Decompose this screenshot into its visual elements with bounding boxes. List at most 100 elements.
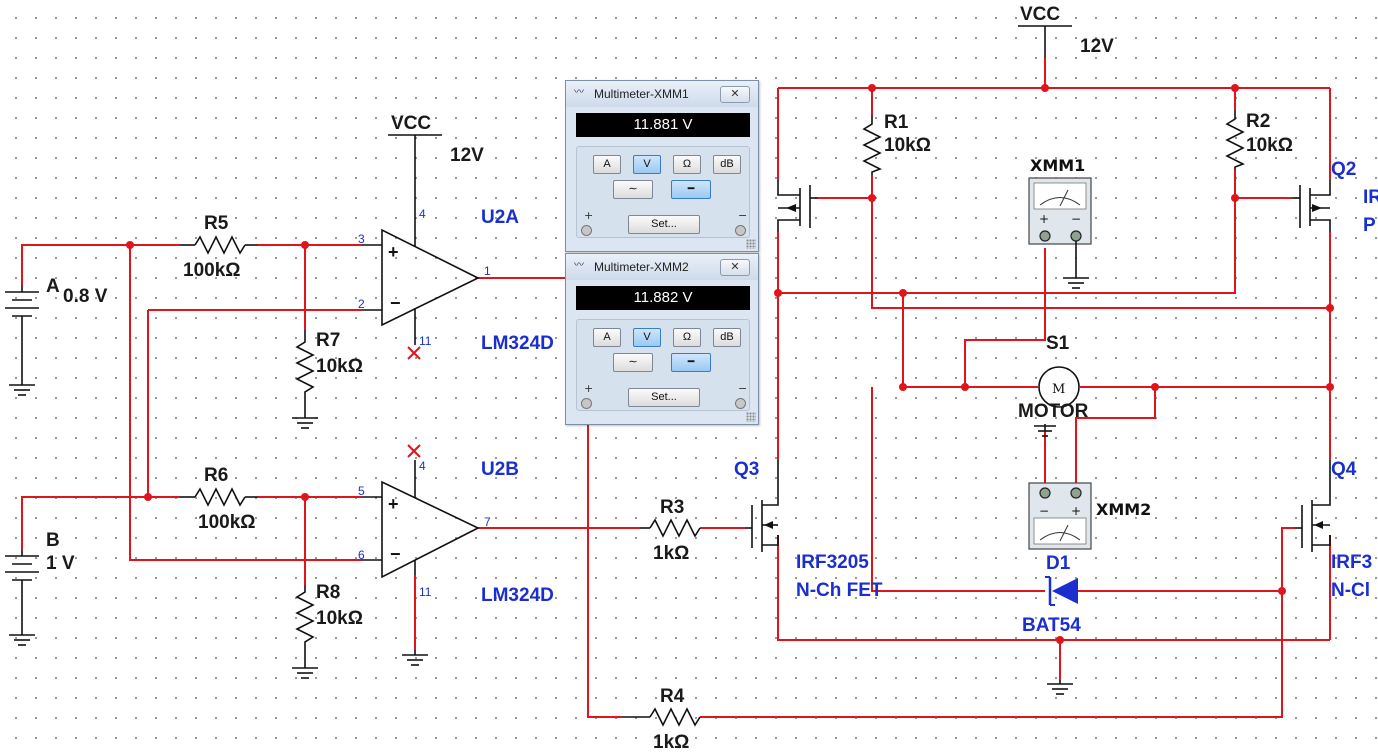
u2b-ref: U2B bbox=[481, 459, 519, 480]
ac-button[interactable]: ∼ bbox=[613, 180, 653, 199]
minus-terminal[interactable] bbox=[735, 225, 746, 236]
mosfet-q1[interactable] bbox=[777, 180, 818, 232]
multimeter-xmm2-display: 11.882 V bbox=[576, 286, 750, 310]
set-button[interactable]: Set... bbox=[628, 215, 700, 234]
u2b-pin-minus: 6 bbox=[358, 548, 365, 562]
mosfet-q2[interactable]: Q2 IR P bbox=[1292, 159, 1378, 236]
d1-ref: D1 bbox=[1046, 553, 1071, 574]
resistor-r8[interactable]: R8 10kΩ bbox=[291, 582, 363, 679]
q2-line2: P bbox=[1363, 215, 1376, 236]
u2a-pin-out: 1 bbox=[484, 264, 491, 278]
multimeter-xmm1-title: Multimeter-XMM1 bbox=[594, 87, 689, 101]
xmm1-minus: − bbox=[1071, 212, 1081, 226]
r8-ref: R8 bbox=[316, 582, 340, 603]
q2-ref: Q2 bbox=[1331, 159, 1356, 180]
vcc-amp[interactable]: VCC 12V bbox=[388, 113, 484, 195]
u2b-pin-plus: 5 bbox=[358, 484, 365, 498]
q3-line1: IRF3205 bbox=[796, 552, 869, 573]
resize-grip[interactable] bbox=[746, 412, 756, 422]
q3-ref: Q3 bbox=[734, 459, 759, 480]
dc-button[interactable]: ━ bbox=[671, 180, 711, 199]
r6-value: 100kΩ bbox=[198, 512, 256, 533]
battery-b-ref: B bbox=[46, 530, 60, 551]
dc-line-icon: ━ bbox=[687, 356, 695, 368]
db-button[interactable]: dB bbox=[713, 328, 741, 347]
resistor-r1[interactable]: R1 10kΩ bbox=[862, 112, 931, 175]
plus-terminal-label: + bbox=[584, 382, 594, 395]
r2-ref: R2 bbox=[1246, 111, 1270, 132]
resistor-r6[interactable]: R6 100kΩ bbox=[180, 465, 258, 533]
amps-button[interactable]: A bbox=[593, 155, 621, 174]
q4-ref: Q4 bbox=[1331, 459, 1357, 480]
mosfet-q3[interactable]: Q3 IRF3205 N-Ch FET bbox=[734, 459, 883, 601]
ac-wave-icon: ∼ bbox=[628, 183, 638, 195]
ohms-button[interactable]: Ω bbox=[673, 155, 701, 174]
battery-b[interactable]: B 1 V bbox=[5, 530, 75, 646]
opamp-u2a[interactable]: + − 3 2 1 4 11 U2A LM324D bbox=[358, 195, 554, 360]
resize-grip[interactable] bbox=[746, 239, 756, 249]
q3-line2: N-Ch FET bbox=[796, 580, 883, 601]
r4-value: 1kΩ bbox=[653, 732, 689, 752]
multimeter-icon: 〰 bbox=[574, 260, 584, 271]
minus-terminal-label: − bbox=[738, 382, 748, 395]
multimeter-xmm2-window[interactable]: 〰 Multimeter-XMM2 ✕ 11.882 V A V Ω dB ∼ … bbox=[565, 253, 759, 425]
minus-terminal[interactable] bbox=[735, 398, 746, 409]
dc-line-icon: ━ bbox=[687, 183, 695, 195]
ac-button[interactable]: ∼ bbox=[613, 353, 653, 372]
plus-terminal-label: + bbox=[584, 209, 594, 222]
vcc-top[interactable]: VCC 12V bbox=[1018, 4, 1114, 58]
battery-a[interactable]: A 0.8 V bbox=[5, 276, 108, 396]
resistor-r5[interactable]: R5 100kΩ bbox=[180, 213, 258, 281]
multimeter-icon: 〰 bbox=[574, 87, 584, 98]
resistor-r2[interactable]: R2 10kΩ bbox=[1225, 110, 1293, 170]
vcc-top-label: VCC bbox=[1020, 4, 1060, 25]
resistor-r3[interactable]: R3 1kΩ bbox=[640, 497, 701, 564]
motor-s1[interactable]: M S1 MOTOR bbox=[1018, 333, 1089, 437]
amps-button[interactable]: A bbox=[593, 328, 621, 347]
db-button[interactable]: dB bbox=[713, 155, 741, 174]
multimeter-xmm1-titlebar[interactable]: 〰 Multimeter-XMM1 ✕ bbox=[566, 81, 758, 107]
q2-line1: IR bbox=[1363, 187, 1378, 208]
volts-button[interactable]: V bbox=[633, 155, 661, 174]
resistor-r4[interactable]: R4 1kΩ bbox=[622, 686, 701, 752]
multimeter-xmm2-titlebar[interactable]: 〰 Multimeter-XMM2 ✕ bbox=[566, 254, 758, 280]
r7-value: 10kΩ bbox=[316, 356, 363, 377]
diode-d1[interactable]: D1 BAT54 bbox=[1022, 553, 1081, 636]
xmm2-label: XMM2 bbox=[1096, 500, 1151, 519]
u2a-ref: U2A bbox=[481, 207, 519, 228]
u2b-pin-vpos: 4 bbox=[419, 459, 426, 473]
r6-ref: R6 bbox=[204, 465, 228, 486]
volts-button[interactable]: V bbox=[633, 328, 661, 347]
opamp-u2b[interactable]: + − 5 6 7 4 11 U2B LM324D bbox=[358, 444, 554, 666]
mosfet-q4[interactable]: Q4 IRF3 N-Cl bbox=[1295, 459, 1372, 601]
multimeter-xmm2-title: Multimeter-XMM2 bbox=[594, 260, 689, 274]
plus-terminal[interactable] bbox=[581, 398, 592, 409]
r3-ref: R3 bbox=[660, 497, 684, 518]
xmm1-plus: + bbox=[1039, 212, 1049, 226]
vcc-amp-value: 12V bbox=[450, 145, 484, 166]
d1-part: BAT54 bbox=[1022, 615, 1081, 636]
q4-line1: IRF3 bbox=[1331, 552, 1372, 573]
q4-line2: N-Cl bbox=[1331, 580, 1370, 601]
r5-ref: R5 bbox=[204, 213, 229, 234]
ohms-button[interactable]: Ω bbox=[673, 328, 701, 347]
battery-b-value: 1 V bbox=[46, 553, 75, 574]
motor-glyph: M bbox=[1052, 382, 1065, 397]
multimeter-xmm1-window[interactable]: 〰 Multimeter-XMM1 ✕ 11.881 V A V Ω dB ∼ … bbox=[565, 80, 759, 252]
svg-text:−: − bbox=[390, 293, 401, 313]
set-button[interactable]: Set... bbox=[628, 388, 700, 407]
dc-button[interactable]: ━ bbox=[671, 353, 711, 372]
u2a-pin-vpos: 4 bbox=[419, 207, 426, 221]
xmm2-ground bbox=[1034, 424, 1056, 437]
close-button[interactable]: ✕ bbox=[720, 86, 750, 103]
minus-terminal-label: − bbox=[738, 209, 748, 222]
plus-terminal[interactable] bbox=[581, 225, 592, 236]
resistor-r7[interactable]: R7 10kΩ bbox=[291, 330, 363, 429]
xmm2-minus: − bbox=[1039, 504, 1049, 518]
close-button[interactable]: ✕ bbox=[720, 259, 750, 276]
battery-a-value: 0.8 V bbox=[63, 286, 108, 307]
meter-xmm1[interactable]: + − XMM1 bbox=[1028, 156, 1092, 289]
u2b-pin-vneg: 11 bbox=[419, 585, 432, 599]
meter-xmm2[interactable]: − + XMM2 bbox=[1028, 482, 1151, 550]
